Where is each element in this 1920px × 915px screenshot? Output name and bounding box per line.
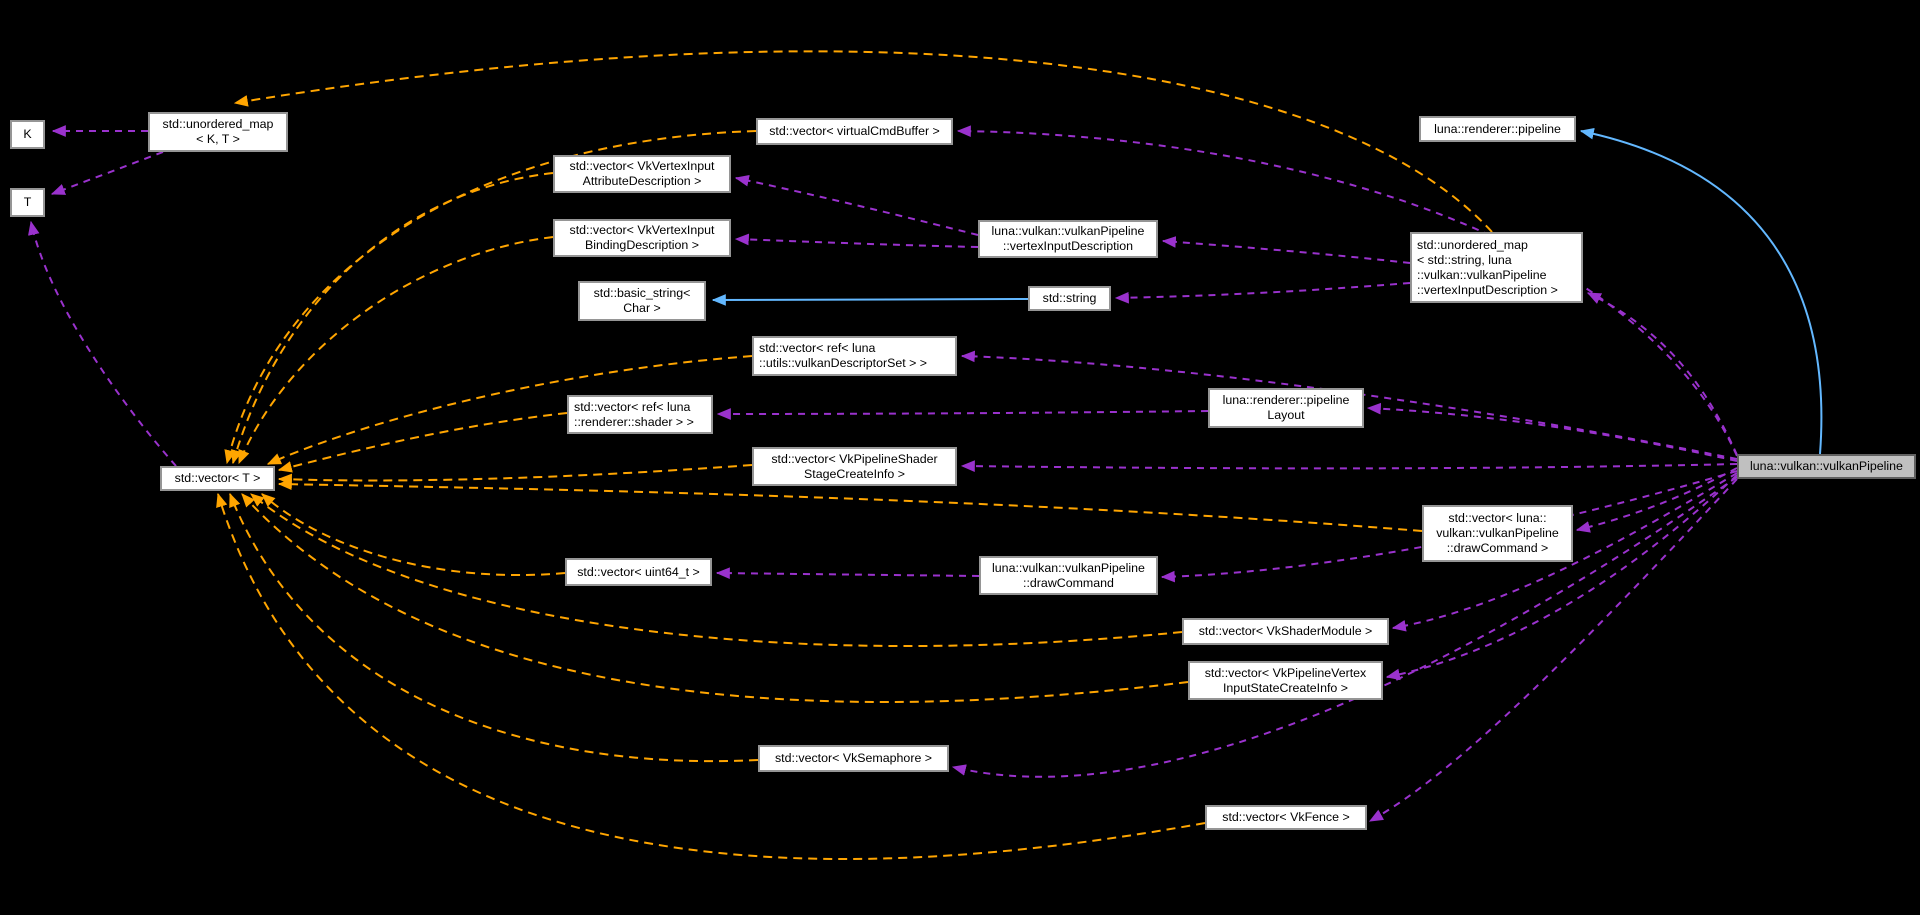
edge-unordered-map-string-to-vertexinputdescription — [1161, 236, 1411, 264]
node-label: std::string — [1042, 291, 1097, 305]
edge-vector-virtualcmdbuffer-to-vector-t — [224, 130, 757, 465]
edge-pipelinelayout-to-vector-shader — [716, 408, 1209, 420]
edge-main-to-vector-vkshadermodule — [1391, 472, 1738, 632]
node-label: luna::renderer::pipeline — [1434, 121, 1561, 136]
node-label: std::vector< VkPipelineVertex InputState… — [1204, 665, 1367, 695]
edge-vector-vkshadermodule-to-vector-t — [250, 493, 1183, 648]
node-t-label: T — [23, 195, 32, 209]
node-label: std::unordered_map < std::string, luna :… — [1417, 237, 1558, 297]
node-t: T — [10, 188, 45, 217]
edge-unordered-map-kt-to-t — [50, 151, 164, 195]
node-label: std::vector< VkFence > — [1222, 810, 1350, 824]
edge-vector-vksemaphore-to-vector-t — [229, 492, 759, 763]
node-luna-renderer-pipelinelayout[interactable]: luna::renderer::pipeline Layout — [1208, 388, 1364, 428]
edge-main-to-unordered-map-string — [1586, 292, 1738, 456]
node-std-vector-t: std::vector< T > — [160, 466, 275, 491]
edge-main-to-vector-descriptorset — [960, 350, 1738, 460]
node-std-string: std::string — [1028, 286, 1111, 311]
node-vulkanpipeline-vertexinputdescription[interactable]: luna::vulkan::vulkanPipeline ::vertexInp… — [978, 220, 1158, 258]
node-std-unordered-map-string-vertexinputdescription: std::unordered_map < std::string, luna :… — [1410, 232, 1583, 303]
edge-vertexinputdescription-to-vector-vkvertexinputbinding — [734, 233, 979, 248]
edge-main-to-drawcommand — [1160, 470, 1738, 583]
edge-main-to-pipelinelayout — [1366, 402, 1738, 462]
node-std-vector-ref-renderer-shader: std::vector< ref< luna ::renderer::shade… — [567, 395, 713, 434]
node-label: std::vector< T > — [174, 471, 261, 485]
node-label: luna::vulkan::vulkanPipeline ::vertexInp… — [991, 224, 1145, 253]
edge-vector-vkvertexinputbinding-to-vector-t — [238, 236, 554, 465]
node-label: std::basic_string< Char > — [593, 286, 691, 315]
node-label: std::vector< ref< luna ::renderer::shade… — [574, 399, 694, 429]
edge-vector-t-to-t — [28, 220, 177, 467]
node-luna-vulkan-vulkanpipeline-main: luna::vulkan::vulkanPipeline — [1737, 454, 1916, 479]
node-label: luna::vulkan::vulkanPipeline ::drawComma… — [992, 560, 1145, 590]
node-k-label: K — [23, 127, 32, 141]
node-label: std::vector< luna:: vulkan::vulkanPipeli… — [1436, 511, 1559, 555]
node-std-vector-vksemaphore: std::vector< VkSemaphore > — [758, 745, 949, 772]
node-label: std::unordered_map < K, T > — [162, 117, 274, 146]
edge-vector-descriptorset-to-vector-t — [266, 355, 753, 465]
node-std-basic-string: std::basic_string< Char > — [578, 281, 706, 321]
edge-string-to-basic-string — [711, 294, 1029, 306]
node-luna-renderer-pipeline[interactable]: luna::renderer::pipeline — [1419, 116, 1576, 142]
edge-main-to-vector-vkpipelinevertex — [1385, 474, 1738, 681]
node-std-vector-vkvertexinputbindingdescription: std::vector< VkVertexInput BindingDescri… — [553, 219, 731, 257]
edge-vector-shaderstage-to-vector-t — [277, 464, 753, 486]
node-std-unordered-map-kt: std::unordered_map < K, T > — [148, 112, 288, 152]
node-std-vector-vkshadermodule: std::vector< VkShaderModule > — [1182, 618, 1389, 645]
edge-vector-vkfence-to-vector-t — [216, 492, 1206, 860]
edge-main-to-vector-virtualcmdbuffer — [956, 125, 1738, 457]
node-label: luna::vulkan::vulkanPipeline — [1750, 459, 1903, 473]
node-std-vector-vkpipelineshaderstagecreateinfo: std::vector< VkPipelineShader StageCreat… — [752, 447, 957, 486]
edge-main-to-renderer-pipeline — [1579, 127, 1823, 455]
node-label: std::vector< VkShaderModule > — [1198, 624, 1373, 638]
node-label: std::vector< uint64_t > — [577, 564, 700, 579]
node-std-vector-vkpipelinevertexinputstatecreateinfo: std::vector< VkPipelineVertex InputState… — [1188, 661, 1383, 700]
node-std-vector-uint64-t: std::vector< uint64_t > — [565, 558, 712, 586]
node-label: std::vector< VkPipelineShader StageCreat… — [771, 451, 938, 481]
node-label: std::vector< VkVertexInput AttributeDesc… — [569, 159, 715, 188]
edge-main-to-vector-shaderstage — [960, 460, 1738, 472]
edge-vector-vkvertexinputattribute-to-vector-t — [230, 172, 554, 465]
node-label: std::vector< virtualCmdBuffer > — [769, 124, 940, 138]
edge-vector-drawcommand-to-vector-t — [277, 478, 1423, 532]
edge-vertexinputdescription-to-vector-vkvertexinputattribute — [734, 174, 979, 236]
node-label: std::vector< ref< luna ::utils::vulkanDe… — [759, 341, 928, 370]
edge-vector-shader-to-vector-t — [277, 412, 568, 473]
edge-main-to-vector-vksemaphore — [951, 476, 1738, 778]
node-std-vector-vkvertexinputattributedescription: std::vector< VkVertexInput AttributeDesc… — [553, 155, 731, 193]
node-label: std::vector< VkSemaphore > — [774, 751, 933, 765]
node-label: std::vector< VkVertexInput BindingDescri… — [569, 223, 715, 252]
edge-unordered-map-string-to-string — [1114, 282, 1411, 304]
edge-unordered-map-string-to-unordered-map-kt — [233, 50, 1493, 233]
edge-main-to-vector-vkfence — [1368, 478, 1738, 822]
node-std-vector-virtualcmdbuffer: std::vector< virtualCmdBuffer > — [756, 118, 953, 145]
edge-drawcommand-to-vector-uint64 — [715, 567, 980, 579]
node-vulkanpipeline-drawcommand[interactable]: luna::vulkan::vulkanPipeline ::drawComma… — [979, 556, 1158, 595]
node-label: luna::renderer::pipeline Layout — [1222, 393, 1350, 422]
node-std-vector-ref-vulkandescriptorset: std::vector< ref< luna ::utils::vulkanDe… — [752, 336, 957, 376]
edge-vector-uint64-to-vector-t — [261, 493, 566, 577]
edge-vector-vkpipelinevertex-to-vector-t — [241, 493, 1189, 703]
node-std-vector-vkfence: std::vector< VkFence > — [1205, 805, 1367, 830]
node-k: K — [10, 120, 45, 149]
node-std-vector-vulkanpipeline-drawcommand: std::vector< luna:: vulkan::vulkanPipeli… — [1422, 505, 1573, 562]
